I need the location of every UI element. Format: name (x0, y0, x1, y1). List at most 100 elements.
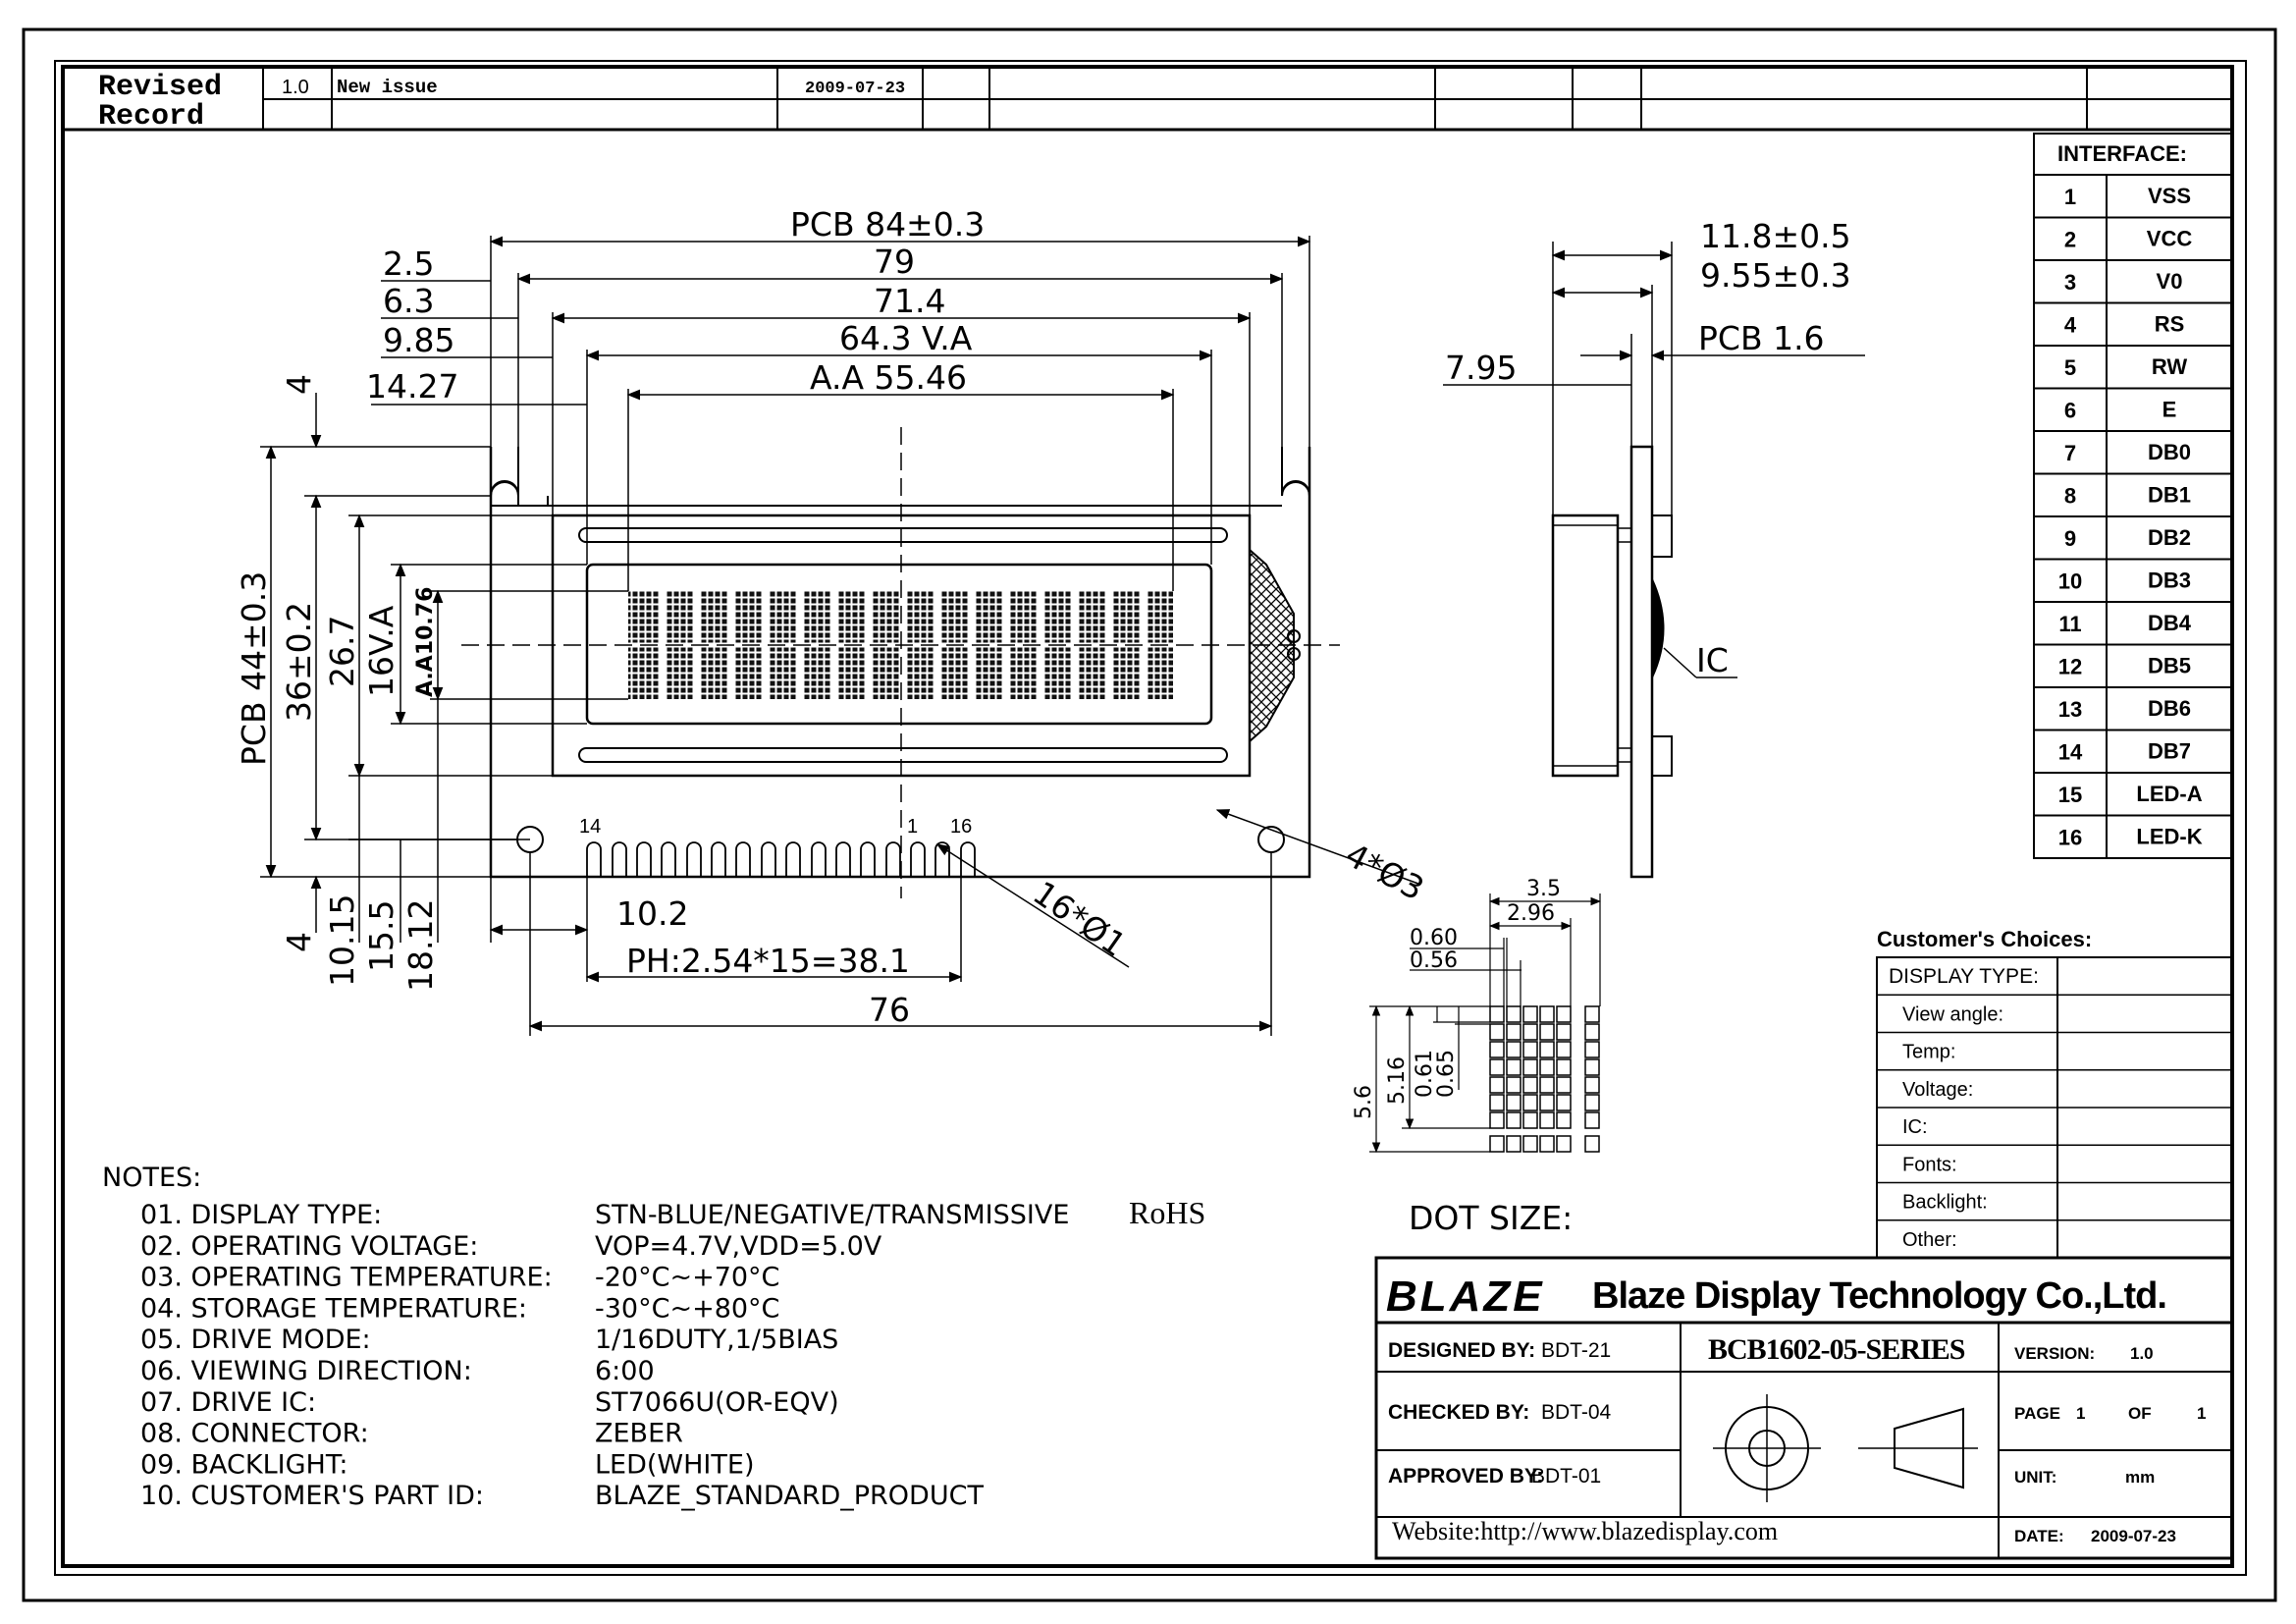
ic-label: IC (1696, 641, 1729, 679)
dot-3-5: 3.5 (1526, 877, 1561, 901)
interface-pin-signal: LED-K (2136, 825, 2202, 849)
revised-label-2: Record (98, 100, 204, 134)
pin-14-label: 14 (579, 816, 601, 838)
dot-0-60: 0.60 (1410, 926, 1458, 950)
dim-side-pcb: PCB 1.6 (1698, 319, 1825, 357)
dim-2-5: 2.5 (383, 244, 434, 283)
page-number: 1 (2076, 1404, 2085, 1423)
note-value: ST7066U(OR-EQV) (595, 1387, 839, 1418)
interface-pin-signal: DB5 (2148, 654, 2191, 678)
note-key: 10. CUSTOMER'S PART ID: (140, 1481, 484, 1511)
note-value: BLAZE_STANDARD_PRODUCT (595, 1481, 984, 1511)
note-key: 02. OPERATING VOLTAGE: (140, 1231, 478, 1262)
note-key: 04. STORAGE TEMPERATURE: (140, 1293, 527, 1324)
interface-pin-number: 1 (2064, 185, 2076, 209)
interface-pin-signal: E (2163, 398, 2177, 422)
dim-aa-width: A.A 55.46 (810, 358, 967, 397)
note-key: 03. OPERATING TEMPERATURE: (140, 1263, 553, 1293)
revision-desc: New issue (337, 77, 438, 98)
dim-bottom-4: 4 (280, 932, 318, 952)
interface-pin-signal: DB3 (2148, 568, 2191, 593)
dot-2-96: 2.96 (1507, 901, 1555, 926)
note-value: ZEBER (595, 1419, 683, 1449)
dim-76: 76 (869, 991, 910, 1029)
part-number: BCB1602-05-SERIES (1708, 1333, 1965, 1366)
interface-pin-signal: DB0 (2148, 440, 2191, 464)
title-block-text: BLAZE Blaze Display Technology Co.,Ltd. … (1386, 1272, 2206, 1545)
interface-pin-signal: DB7 (2148, 739, 2191, 764)
dim-26-7: 26.7 (323, 616, 361, 687)
note-key: 01. DISPLAY TYPE: (140, 1200, 382, 1230)
dim-10-15: 10.15 (323, 894, 361, 987)
blaze-logo: BLAZE (1386, 1272, 1545, 1321)
choice-row-label: Voltage: (1902, 1079, 1973, 1101)
note-key: 07. DRIVE IC: (140, 1387, 316, 1418)
interface-pin-number: 9 (2064, 526, 2076, 551)
dim-71-4: 71.4 (874, 282, 945, 320)
interface-pin-number: 16 (2058, 826, 2082, 850)
dim-aa-height: A.A10.76 (413, 587, 438, 697)
version-label: VERSION: (2014, 1344, 2095, 1363)
dot-0-61: 0.61 (1413, 1050, 1437, 1098)
interface-pin-number: 7 (2064, 441, 2076, 465)
checked-by-label: CHECKED BY: (1388, 1401, 1529, 1424)
date-value: 2009-07-23 (2091, 1527, 2176, 1545)
dim-holes: 4*Ø3 (1339, 836, 1430, 908)
website-link: Website:http://www.blazedisplay.com (1392, 1517, 1778, 1545)
dim-side-11-8: 11.8±0.5 (1700, 217, 1851, 255)
company-name: Blaze Display Technology Co.,Ltd. (1592, 1275, 2166, 1317)
choice-row-label: IC: (1902, 1116, 1928, 1138)
approved-by-value: BDT-01 (1531, 1465, 1601, 1488)
interface-pin-number: 10 (2058, 569, 2082, 594)
dim-9-85: 9.85 (383, 321, 454, 359)
interface-pin-signal: DB6 (2148, 696, 2191, 721)
revision-record: Revised Record 1.0 New issue 2009-07-23 (63, 69, 2232, 134)
notes-title: NOTES: (102, 1163, 201, 1193)
interface-pin-number: 4 (2064, 313, 2077, 338)
pin-16-label: 16 (950, 816, 972, 838)
checked-by-value: BDT-04 (1541, 1401, 1612, 1424)
dim-36: 36±0.2 (280, 602, 318, 722)
pin-1-label: 1 (907, 816, 918, 838)
interface-pin-number: 15 (2058, 783, 2082, 807)
unit-value: mm (2125, 1468, 2155, 1487)
dim-pitch: PH:2.54*15=38.1 (626, 942, 910, 980)
dim-top-4: 4 (280, 374, 318, 395)
dim-18-12: 18.12 (401, 899, 440, 992)
interface-pin-signal: RW (2152, 354, 2187, 379)
dot-5-6: 5.6 (1352, 1085, 1376, 1119)
side-view (1443, 242, 1865, 879)
dim-va-height: 16V.A (362, 605, 400, 697)
interface-pin-number: 14 (2058, 740, 2083, 765)
outer-frame (22, 27, 2277, 1602)
revision-date: 2009-07-23 (805, 80, 905, 98)
side-dimension-labels: 11.8±0.5 9.55±0.3 PCB 1.6 7.95 IC (1445, 217, 1851, 679)
interface-pin-number: 3 (2064, 270, 2076, 295)
choices-title: Customer's Choices: (1877, 927, 2092, 951)
dim-side-7-95: 7.95 (1445, 349, 1517, 387)
note-key: 06. VIEWING DIRECTION: (140, 1356, 472, 1386)
customer-choices: Customer's Choices: DISPLAY TYPE:View an… (1876, 927, 2233, 1259)
page-total: 1 (2197, 1404, 2206, 1423)
note-key: 09. BACKLIGHT: (140, 1449, 347, 1480)
dim-side-9-55: 9.55±0.3 (1700, 256, 1851, 295)
choice-row-label: Fonts: (1902, 1154, 1957, 1175)
interface-pin-signal: DB1 (2148, 483, 2191, 508)
interface-pin-signal: V0 (2157, 269, 2183, 294)
designed-by-label: DESIGNED BY: (1388, 1339, 1535, 1362)
page-label: PAGE (2014, 1404, 2060, 1423)
interface-pin-signal: DB2 (2148, 525, 2191, 550)
note-key: 05. DRIVE MODE: (140, 1325, 371, 1355)
dim-pcb-height: PCB 44±0.3 (235, 571, 273, 766)
note-value: 6:00 (595, 1356, 655, 1386)
note-value: VOP=4.7V,VDD=5.0V (595, 1231, 882, 1262)
title-block (1374, 1256, 2234, 1560)
dim-14-27: 14.27 (366, 367, 458, 406)
dot-0-65: 0.65 (1434, 1050, 1459, 1098)
choice-row-label: Backlight: (1902, 1192, 1988, 1214)
dim-pcb-width: PCB 84±0.3 (790, 205, 985, 244)
approved-by-label: APPROVED BY: (1388, 1465, 1543, 1488)
dot-5-16: 5.16 (1385, 1056, 1410, 1105)
